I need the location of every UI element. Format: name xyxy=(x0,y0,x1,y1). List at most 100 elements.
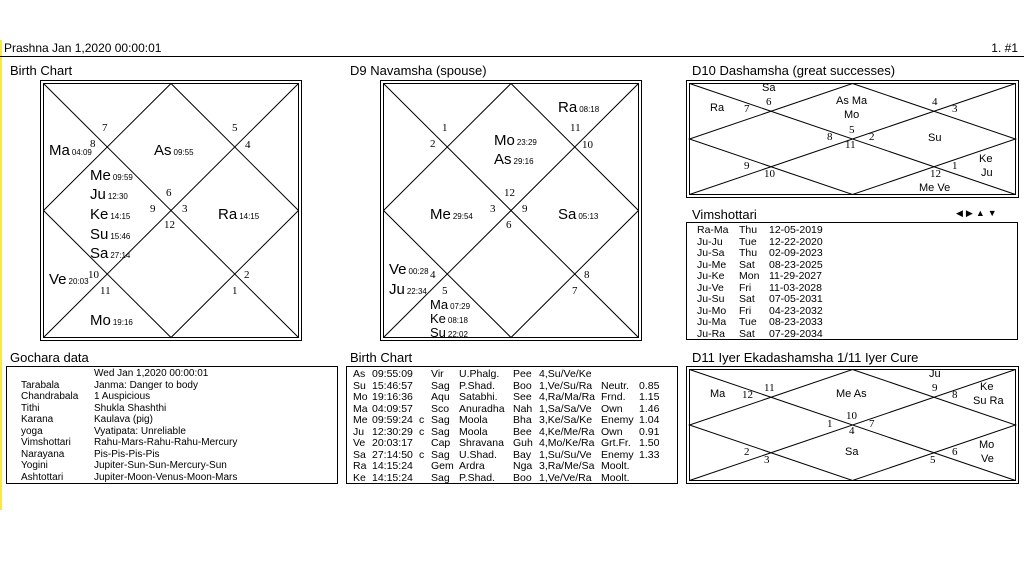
nav-sign-10: 10 xyxy=(582,139,593,151)
nav-sign-5: 5 xyxy=(442,285,448,297)
gochara-value: Pis-Pis-Pis-Pis xyxy=(94,448,160,460)
birth-table-title: Birth Chart xyxy=(350,350,413,365)
nav-sign-9: 9 xyxy=(522,203,528,215)
gochara-label: Ashtottari xyxy=(21,471,64,483)
d10-planet-ke: Ke xyxy=(979,153,993,165)
d11-sign-11: 11 xyxy=(764,382,775,394)
gochara-title: Gochara data xyxy=(10,350,89,365)
d10-planet-asma: As Ma xyxy=(836,95,868,107)
nav-sign-11: 11 xyxy=(570,122,581,134)
d11-planet-ma: Ma xyxy=(710,388,726,400)
prev-arrow-icon[interactable]: ◀ xyxy=(956,208,966,218)
gochara-label: Narayana xyxy=(21,448,65,460)
birth-sign-4: 4 xyxy=(245,139,251,151)
navamsha-title: D9 Navamsha (spouse) xyxy=(350,63,487,78)
down-arrow-icon[interactable]: ▼ xyxy=(987,208,1000,218)
header-bar: Prashna Jan 1,2020 00:00:01 1. #1 xyxy=(0,38,1024,57)
gochara-value: Vyatipata: Unreliable xyxy=(94,425,186,437)
birth-sign-5: 5 xyxy=(232,122,238,134)
dashamsha-chart-diagram[interactable]: Sa 6 Ra 7 As Ma Mo 5 4 3 8 11 2 Su 9 10 … xyxy=(686,80,1019,198)
d10-sign-4: 4 xyxy=(932,96,938,108)
d11-planet-sa: Sa xyxy=(845,446,859,458)
d11-sign-3: 3 xyxy=(764,454,770,466)
gochara-label: Karana xyxy=(21,414,54,425)
nav-sign-2: 2 xyxy=(430,138,436,150)
gochara-label: Tarabala xyxy=(21,379,60,391)
d10-sign-5: 5 xyxy=(849,124,855,136)
birth-sign-9: 9 xyxy=(150,203,156,215)
d11-sign-2: 2 xyxy=(744,446,750,458)
ekadashamsha-chart-diagram[interactable]: Ju 9 11 Ma 12 Me As 8 Ke Su Ra 10 1 7 4 … xyxy=(686,366,1019,484)
vimshottari-nav: ◀▶▲▼ xyxy=(956,208,1000,219)
birth-sign-2: 2 xyxy=(244,269,250,281)
d10-planet-mo: Mo xyxy=(844,109,860,121)
next-arrow-icon[interactable]: ▶ xyxy=(965,208,976,218)
gochara-value: 1 Auspicious xyxy=(94,391,151,402)
d11-planet-sura: Su Ra xyxy=(973,395,1004,407)
header-chart-number: 1. #1 xyxy=(991,41,1018,55)
d10-planet-su: Su xyxy=(928,132,942,144)
nav-sign-7: 7 xyxy=(572,285,578,297)
birth-sign-6: 6 xyxy=(166,187,172,199)
nav-sign-3: 3 xyxy=(490,203,496,215)
gochara-panel[interactable]: Wed Jan 1,2020 00:00:01 Tarabala Janma: … xyxy=(6,366,338,484)
d11-planet-ke: Ke xyxy=(980,381,994,393)
d10-sign-6: 6 xyxy=(766,96,772,108)
dashamsha-title: D10 Dashamsha (great successes) xyxy=(692,63,896,78)
d11-sign-9: 9 xyxy=(932,382,938,394)
d11-sign-6: 6 xyxy=(952,446,958,458)
d10-sign-1: 1 xyxy=(952,160,958,172)
d11-planet-mo: Mo xyxy=(979,439,995,451)
nav-sign-12: 12 xyxy=(504,187,515,199)
d11-sign-1: 1 xyxy=(827,418,833,430)
nav-sign-8: 8 xyxy=(584,269,590,281)
d10-sign-7: 7 xyxy=(744,103,750,115)
nav-sign-6: 6 xyxy=(506,219,512,231)
gochara-label: Yogini xyxy=(21,460,48,471)
gochara-label: Chandrabala xyxy=(21,391,79,402)
d11-sign-5: 5 xyxy=(930,454,936,466)
gochara-label: Tithi xyxy=(21,402,40,414)
birth-chart-grid xyxy=(40,80,302,341)
birth-chart-title: Birth Chart xyxy=(10,63,73,78)
d10-planet-ra: Ra xyxy=(710,102,725,114)
gochara-value: Shukla Shashthi xyxy=(94,402,167,414)
gochara-label: yoga xyxy=(21,425,43,437)
window-edge-highlight xyxy=(0,40,2,510)
birth-sign-10: 10 xyxy=(88,269,99,281)
gochara-value: Jupiter-Sun-Sun-Mercury-Sun xyxy=(94,460,227,471)
d11-planet-ju: Ju xyxy=(929,368,941,380)
up-arrow-icon[interactable]: ▲ xyxy=(975,208,988,218)
ekadashamsha-title: D11 Iyer Ekadashamsha 1/11 Iyer Cure xyxy=(692,350,919,365)
gochara-value: Jupiter-Moon-Venus-Moon-Mars xyxy=(94,471,238,483)
d10-sign-2: 2 xyxy=(869,131,875,143)
nav-sign-1: 1 xyxy=(442,122,448,134)
birth-sign-1: 1 xyxy=(232,285,238,297)
gochara-label: Vimshottari xyxy=(21,437,71,448)
birth-sign-11: 11 xyxy=(100,285,111,297)
birth-sign-8: 8 xyxy=(90,138,96,150)
d11-sign-12: 12 xyxy=(742,389,753,401)
nav-sign-4: 4 xyxy=(430,269,436,281)
d10-sign-3: 3 xyxy=(952,103,958,115)
gochara-value: Kaulava (pig) xyxy=(94,414,153,425)
d10-sign-9: 9 xyxy=(744,160,750,172)
